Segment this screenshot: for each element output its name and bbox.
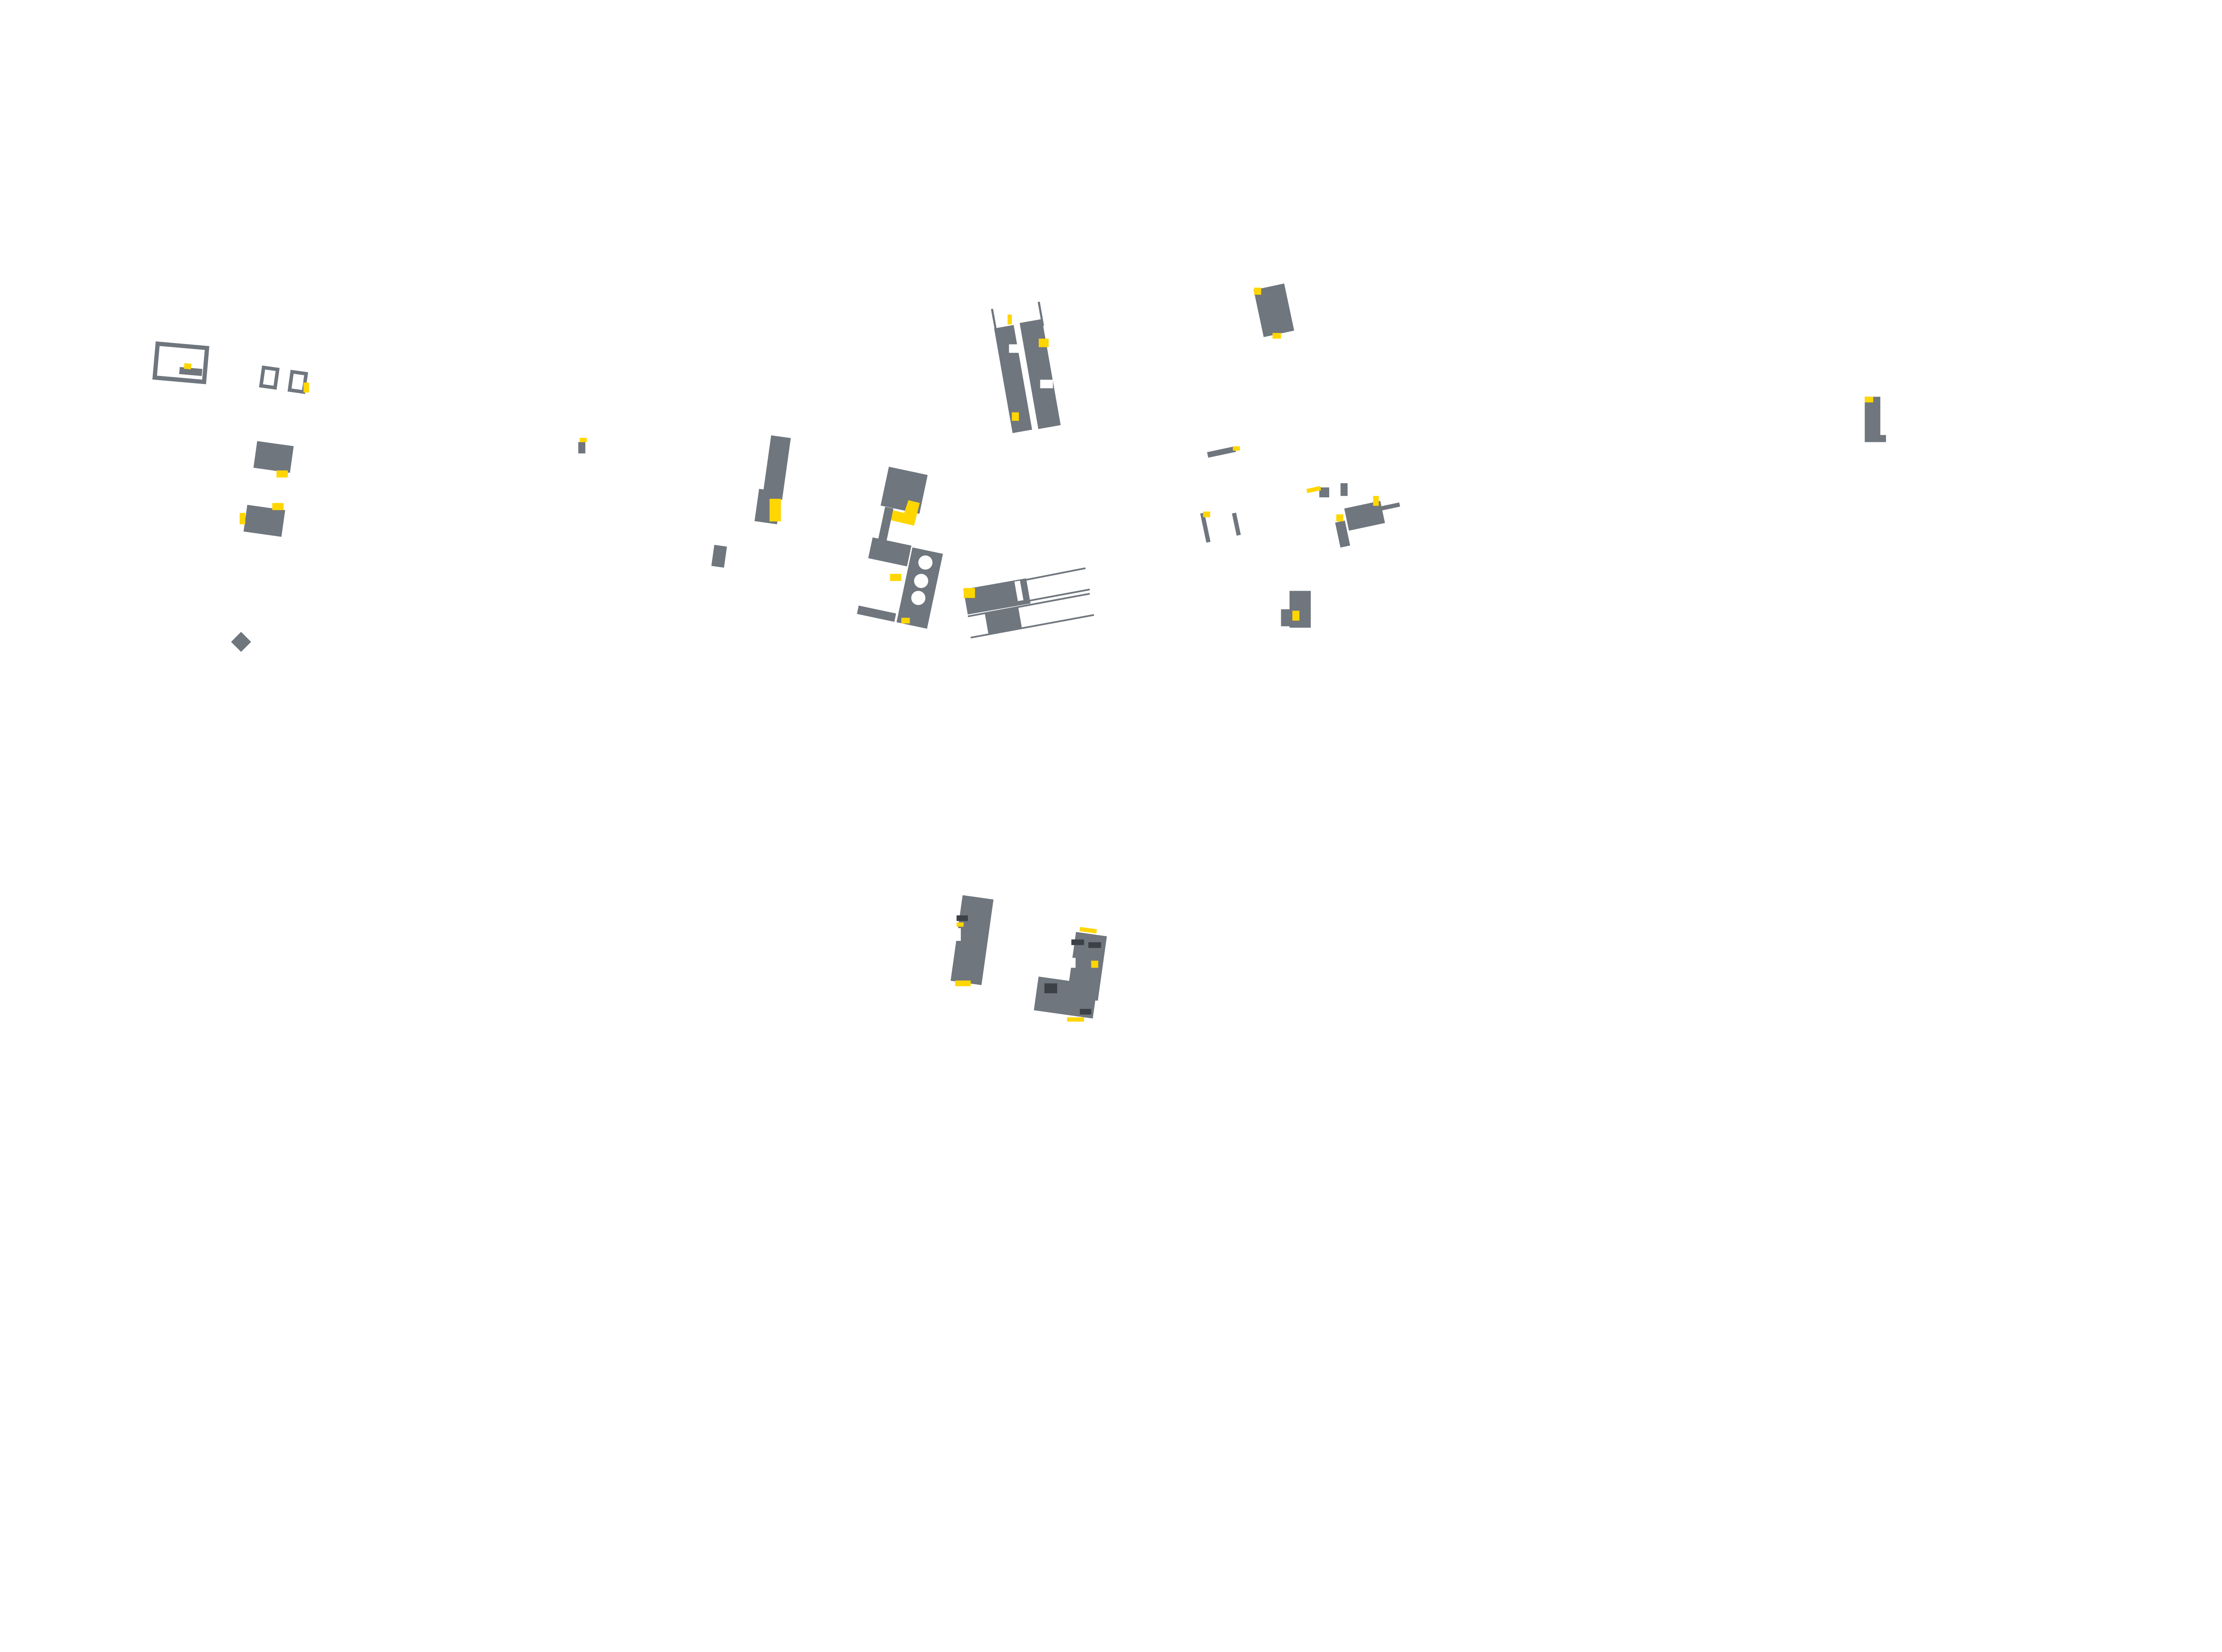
building <box>1379 502 1400 511</box>
highlight <box>1336 514 1343 522</box>
courtyard-hole <box>1040 380 1053 388</box>
courtyard-hole <box>914 574 928 588</box>
building <box>244 504 285 537</box>
highlight <box>963 588 975 598</box>
dark-roof <box>956 915 968 921</box>
highlight <box>1865 396 1874 403</box>
highlight <box>1007 314 1012 325</box>
highlight <box>1091 960 1099 968</box>
highlight <box>1373 496 1379 506</box>
highlight <box>955 980 971 986</box>
highlight <box>240 513 246 524</box>
dark-roof <box>1088 942 1101 948</box>
highlight <box>1067 1017 1084 1022</box>
courtyard-hole <box>1065 958 1076 968</box>
wall-line <box>967 588 1090 613</box>
wall-line <box>1020 567 1086 582</box>
building <box>868 537 911 567</box>
highlight <box>1011 412 1019 421</box>
highlight <box>956 922 964 927</box>
dark-roof <box>1071 939 1084 945</box>
building <box>1865 396 1881 442</box>
building <box>880 467 928 514</box>
courtyard-hole <box>1009 344 1022 353</box>
highlight <box>1254 288 1261 295</box>
building <box>1281 609 1293 627</box>
highlight <box>303 382 309 393</box>
building <box>877 507 894 545</box>
courtyard-hole <box>947 928 961 941</box>
building <box>1232 512 1241 536</box>
courtyard-hole <box>1014 580 1023 601</box>
building <box>963 578 1031 615</box>
building <box>711 544 727 568</box>
highlight <box>1039 338 1049 348</box>
wall-line <box>991 308 999 340</box>
building <box>984 606 1022 635</box>
wall-line <box>971 614 1095 639</box>
highlight <box>1233 446 1240 451</box>
wall-line <box>967 592 1090 617</box>
building <box>1019 319 1061 429</box>
building <box>994 325 1032 433</box>
highlight <box>1306 486 1321 493</box>
building <box>896 547 943 629</box>
highlight <box>890 500 920 526</box>
highlight <box>890 574 902 581</box>
highlight <box>769 499 781 522</box>
highlight <box>1079 927 1097 934</box>
highlight <box>1292 611 1300 621</box>
building <box>1344 500 1385 531</box>
building <box>1335 520 1351 548</box>
building <box>253 441 294 473</box>
building-frame-small <box>259 365 280 390</box>
building <box>1207 446 1236 458</box>
building-frame-west <box>152 341 210 384</box>
highlight <box>1272 333 1281 339</box>
dark-roof <box>1079 1008 1091 1015</box>
highlight <box>1203 511 1211 517</box>
building <box>231 632 252 652</box>
wall-line <box>1038 301 1044 326</box>
buildings-layer <box>152 283 1886 1022</box>
building <box>578 442 586 454</box>
building <box>1878 435 1886 442</box>
highlight <box>276 470 288 478</box>
highlight <box>272 503 284 510</box>
highlight <box>901 618 910 624</box>
building <box>762 435 791 500</box>
highlight <box>579 438 587 442</box>
dark-roof <box>1044 983 1057 993</box>
building-footprint-map <box>152 283 1886 1022</box>
courtyard-hole <box>918 555 933 570</box>
building <box>1289 591 1311 628</box>
building <box>857 605 896 622</box>
building <box>1200 512 1211 543</box>
building <box>1319 487 1329 498</box>
building <box>1340 483 1348 496</box>
courtyard-hole <box>911 591 926 605</box>
building <box>1254 283 1295 337</box>
